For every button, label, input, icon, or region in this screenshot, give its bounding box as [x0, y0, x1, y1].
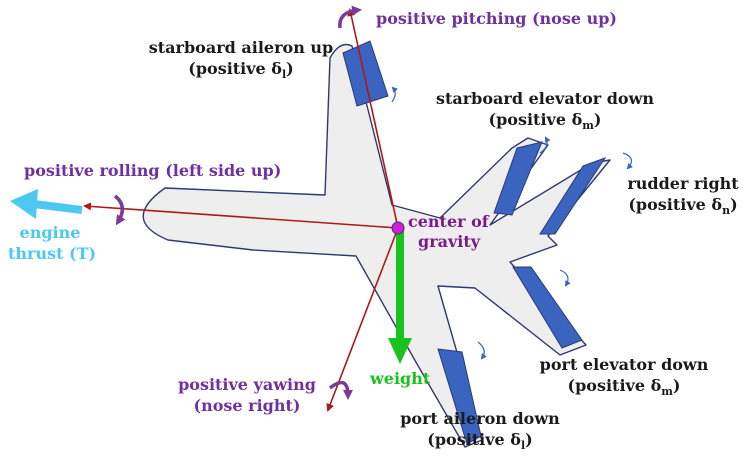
starboard-elevator-close: )	[593, 110, 602, 129]
port-elevator-line2-prefix: (positive δ	[567, 376, 662, 395]
roll-axis	[83, 202, 399, 229]
weight-label: weight	[370, 369, 431, 388]
port-aileron-subscript: l	[520, 439, 526, 453]
thrust-arrow-shaft	[33, 200, 83, 214]
port-elevator-line1: port elevator down	[539, 355, 709, 374]
port-elevator-deflection-arrow	[559, 269, 571, 287]
starboard-aileron-close: )	[286, 59, 294, 78]
aircraft-body	[142, 43, 611, 448]
port-elevator-line2: (positive δm)	[534, 375, 714, 402]
starboard-aileron	[342, 40, 389, 107]
engine-thrust-line2: thrust (T)	[8, 244, 97, 263]
port-elevator	[512, 266, 583, 349]
starboard-aileron-deflection-arrow	[391, 86, 398, 103]
starboard-elevator-label: starboard elevator down (positive δm)	[432, 88, 658, 136]
rudder	[539, 157, 607, 235]
starboard-elevator-deflection-arrow	[539, 136, 551, 154]
port-aileron-deflection-arrow	[477, 341, 487, 360]
weight-arrow-head	[388, 338, 412, 364]
starboard-aileron-line1: starboard aileron up	[148, 38, 334, 57]
port-elevator-close: )	[672, 376, 681, 395]
rudder-line2: (positive δn)	[624, 194, 742, 221]
rudder-subscript: n	[722, 204, 731, 218]
yawing-line2: (nose right)	[193, 396, 301, 415]
pitching-rotation-arrow	[338, 5, 362, 29]
starboard-elevator	[493, 141, 543, 216]
yawing-line1: positive yawing	[178, 375, 316, 394]
thrust-arrow-head	[10, 189, 38, 219]
weight-arrow-shaft	[396, 230, 404, 342]
rudder-close: )	[730, 195, 738, 214]
starboard-elevator-line2-prefix: (positive δ	[488, 110, 583, 129]
port-aileron	[437, 348, 482, 445]
starboard-aileron-label: starboard aileron up (positive δl)	[142, 37, 340, 85]
starboard-elevator-line2: (positive δm)	[432, 109, 658, 136]
center-of-gravity-line1: center of	[408, 212, 489, 231]
port-aileron-line1: port aileron down	[400, 409, 560, 428]
rudder-deflection-arrow	[622, 152, 633, 170]
center-of-gravity-line2: gravity	[418, 232, 481, 251]
yawing-rotation-arrow	[328, 380, 353, 400]
pitching-label: positive pitching (nose up)	[376, 9, 617, 28]
starboard-aileron-line2-prefix: (positive δ	[188, 59, 282, 78]
port-aileron-line2: (positive δl)	[388, 429, 572, 456]
rolling-label: positive rolling (left side up)	[24, 161, 282, 180]
port-elevator-label: port elevator down (positive δm)	[534, 354, 714, 402]
center-of-gravity-label: center of gravity	[408, 212, 489, 252]
rolling-rotation-arrow	[113, 194, 126, 226]
center-of-gravity-point	[391, 221, 405, 235]
pitch-axis	[347, 8, 399, 229]
engine-thrust-line1: engine	[19, 223, 81, 242]
port-aileron-line2-prefix: (positive δ	[427, 430, 521, 449]
starboard-elevator-subscript: m	[582, 119, 594, 133]
starboard-aileron-subscript: l	[281, 68, 287, 82]
rudder-line2-prefix: (positive δ	[628, 195, 723, 214]
engine-thrust-label: engine thrust (T)	[8, 222, 97, 264]
port-elevator-subscript: m	[661, 385, 673, 399]
starboard-elevator-line1: starboard elevator down	[435, 89, 655, 108]
yaw-axis	[326, 227, 399, 412]
rudder-line1: rudder right	[627, 174, 739, 193]
yawing-label: positive yawing (nose right)	[172, 374, 322, 416]
port-aileron-label: port aileron down (positive δl)	[388, 408, 572, 456]
starboard-aileron-line2: (positive δl)	[142, 58, 340, 85]
port-aileron-close: )	[525, 430, 533, 449]
rudder-label: rudder right (positive δn)	[624, 173, 742, 221]
